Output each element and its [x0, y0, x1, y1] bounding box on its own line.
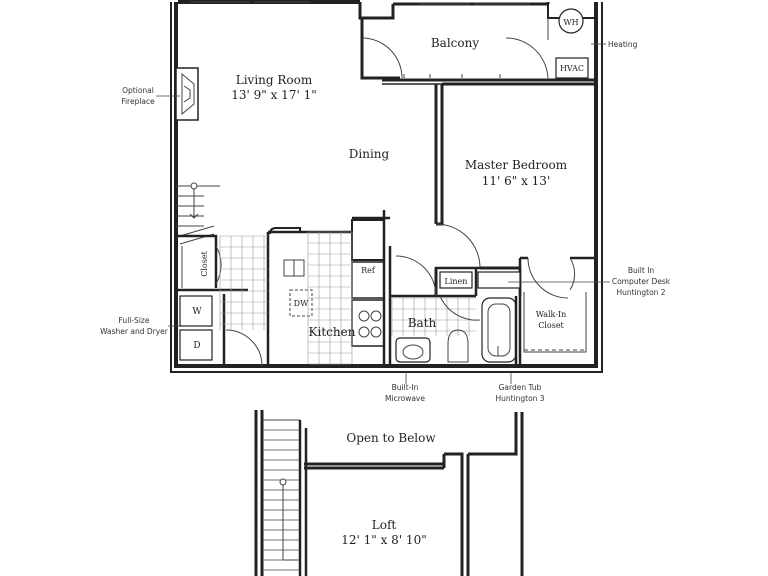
fireplace-callout-2: Fireplace — [121, 97, 155, 106]
kitchen — [266, 210, 392, 366]
kitchen-label: Kitchen — [309, 325, 356, 339]
washer-dryer-callout-1: Full-Size — [119, 316, 150, 325]
fireplace-callout-1: Optional — [122, 86, 154, 95]
dining-label: Dining — [349, 147, 390, 161]
balcony-label: Balcony — [431, 36, 479, 50]
hvac-label: HVAC — [560, 64, 584, 73]
washer-dryer-callout-2: Washer and Dryer — [100, 327, 169, 336]
computer-desk-callout-3: Huntington 2 — [616, 288, 665, 297]
closet-label: Closet — [200, 250, 209, 276]
heating-callout: Heating — [608, 40, 638, 49]
microwave-callout-2: Microwave — [385, 394, 425, 403]
walk-in-closet-label-1: Walk-In — [536, 310, 567, 319]
microwave-callout-1: Built-In — [392, 383, 419, 392]
water-heater-label: WH — [563, 18, 578, 27]
loft-walls — [254, 410, 524, 576]
walk-in-closet — [518, 256, 596, 366]
garden-tub-callout-1: Garden Tub — [499, 383, 542, 392]
loft-size: 12' 1" x 8' 10" — [341, 533, 426, 547]
loft-label: Loft — [372, 518, 397, 532]
living-room-size: 13' 9" x 17' 1" — [231, 88, 316, 102]
hall-closet — [176, 234, 248, 292]
linen-label: Linen — [445, 277, 468, 286]
bath — [390, 255, 522, 366]
bath-label: Bath — [408, 316, 437, 330]
garden-tub-callout-2: Huntington 3 — [495, 394, 544, 403]
dryer-label: D — [193, 341, 200, 351]
kitchen-tile — [307, 231, 353, 365]
laundry-tile — [219, 235, 268, 330]
computer-desk-callout-2: Computer Desk — [612, 277, 671, 286]
washer-label: W — [192, 307, 202, 317]
open-to-below-label: Open to Below — [346, 431, 436, 445]
walk-in-closet-label-2: Closet — [538, 321, 564, 330]
top-windows — [190, 1, 530, 5]
laundry — [174, 290, 263, 367]
loft-stairs — [262, 429, 300, 571]
computer-desk-callout-1: Built In — [628, 266, 655, 275]
dishwasher-label: DW — [294, 299, 309, 308]
refrigerator-label: Ref — [361, 266, 376, 275]
fireplace — [175, 67, 199, 121]
loft-stair-arrow — [279, 478, 300, 561]
callout-lines — [156, 43, 610, 384]
living-room-label: Living Room — [236, 73, 313, 87]
master-bedroom-label: Master Bedroom — [465, 158, 568, 172]
bedroom-walls — [434, 82, 596, 296]
master-bedroom-size: 11' 6" x 13' — [482, 174, 551, 188]
computer-desk — [477, 271, 521, 289]
mechanical — [555, 8, 589, 79]
